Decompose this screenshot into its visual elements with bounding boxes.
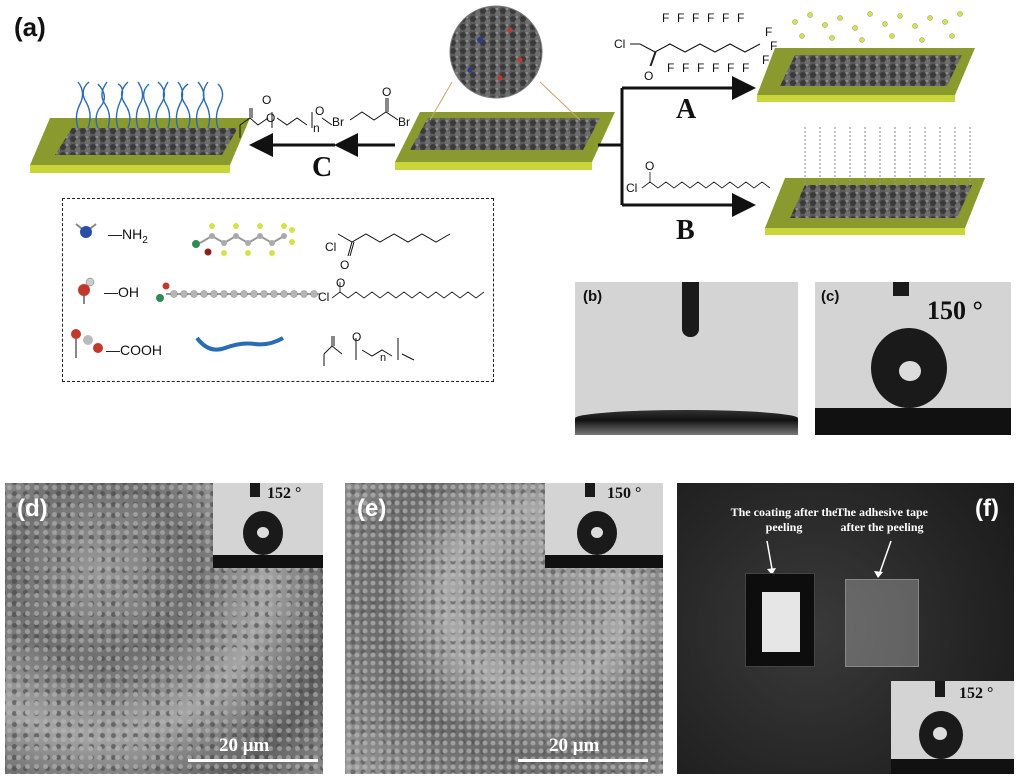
legend-cooh-label: —COOH	[106, 342, 162, 358]
route-b-substrate	[765, 125, 985, 235]
droplet-highlight	[899, 361, 921, 381]
peeled-coating-sample	[745, 573, 815, 667]
reagent-c2-structure	[239, 108, 333, 138]
route-label-b: B	[676, 215, 695, 246]
reagent-c2-o3: O	[315, 104, 324, 118]
chemical-legend-box	[62, 198, 494, 382]
reagent-a-structure	[630, 43, 761, 67]
caption-tape: The adhesive tape after the peeling	[835, 505, 928, 534]
svg-text:F: F	[737, 11, 744, 25]
panel-e-sem-image: (e) 150 ° 20 μm	[345, 483, 663, 774]
svg-text:F: F	[677, 11, 684, 25]
adhesive-tape-sample	[845, 579, 919, 667]
svg-text:F: F	[765, 25, 772, 39]
fluoro-chain-model	[192, 223, 295, 256]
svg-text:F: F	[707, 11, 714, 25]
reagent-a-o: O	[644, 69, 653, 83]
chemical-legend-graphics	[71, 223, 485, 366]
legend-fluoro-formula	[337, 233, 451, 257]
panel-c-droplet-photo: 150 ° (c)	[815, 282, 1011, 435]
reagent-b-o: O	[645, 159, 654, 173]
caption-coating: The coating after the peeling	[730, 505, 838, 534]
scale-label-e: 20 μm	[549, 735, 600, 756]
panel-e-label: (e)	[357, 495, 387, 522]
panel-b-droplet-photo: (b)	[575, 282, 798, 435]
reagent-c1-br-right: Br	[398, 115, 410, 129]
needle	[682, 282, 699, 337]
svg-text:F: F	[742, 61, 749, 75]
needle	[893, 282, 909, 296]
reagent-c1-br-left: Br	[332, 115, 344, 129]
legend-alkyl-formula	[331, 282, 485, 299]
svg-text:F: F	[712, 61, 719, 75]
svg-text:F: F	[770, 39, 777, 53]
reagent-b-structure	[641, 172, 771, 189]
amine-group-icon	[75, 223, 97, 238]
reagent-c2-o2: O	[266, 111, 275, 125]
panel-e-inset: 150 °	[545, 483, 663, 568]
svg-text:F: F	[697, 61, 704, 75]
contact-angle-f: 152 °	[959, 685, 994, 702]
peg-chain-model	[195, 336, 284, 352]
scale-label-d: 20 μm	[219, 735, 270, 756]
panel-f-photo: (f) The coating after the peeling The ad…	[677, 483, 1014, 774]
contact-angle-d: 152 °	[267, 485, 302, 502]
substrate-surface	[815, 408, 1011, 435]
caption-arrows	[766, 540, 892, 578]
hydroxyl-group-icon	[78, 277, 95, 304]
svg-text:F: F	[682, 61, 689, 75]
carboxyl-group-icon	[71, 329, 103, 358]
route-a-substrate	[757, 11, 975, 102]
reagent-c1-o: O	[382, 85, 391, 99]
reagent-c1-structure	[349, 98, 399, 121]
route-label-a: A	[676, 94, 697, 125]
panel-d-label: (d)	[17, 495, 48, 522]
route-c-substrate	[30, 81, 250, 173]
contact-angle-c: 150 °	[927, 296, 983, 325]
svg-text:F: F	[692, 11, 699, 25]
reagent-a-cl: Cl	[614, 37, 625, 51]
svg-text:F: F	[762, 53, 769, 67]
alkyl-chain-model	[156, 282, 320, 302]
panel-f-inset: 152 °	[891, 681, 1014, 774]
route-label-c: C	[312, 152, 333, 183]
panel-a-label: (a)	[14, 12, 46, 42]
legend-peg-formula	[323, 336, 415, 366]
panel-d-sem-image: (d) 152 ° 20 μm	[5, 483, 323, 774]
magnified-particle-view	[429, 5, 581, 121]
reagent-c2-n: n	[313, 121, 320, 135]
panel-d-inset: 152 °	[213, 483, 323, 568]
scale-bar-e	[518, 759, 648, 762]
central-substrate	[395, 112, 615, 170]
scale-bar-d	[188, 759, 318, 762]
svg-text:F: F	[727, 61, 734, 75]
reagent-b-cl: Cl	[626, 181, 637, 195]
panel-f-label: (f)	[975, 495, 999, 522]
svg-text:F: F	[722, 11, 729, 25]
reagent-c2-o1: O	[262, 93, 271, 107]
contact-angle-e: 150 °	[607, 485, 642, 502]
route-arrows	[249, 76, 756, 217]
svg-text:F: F	[662, 11, 669, 25]
legend-oh-label: —OH	[104, 284, 139, 300]
flat-droplet	[575, 410, 798, 435]
svg-text:F: F	[667, 61, 674, 75]
panel-c-label: (c)	[821, 288, 840, 305]
legend-nh2-label: —NH2	[108, 226, 148, 246]
panel-b-label: (b)	[583, 288, 603, 305]
